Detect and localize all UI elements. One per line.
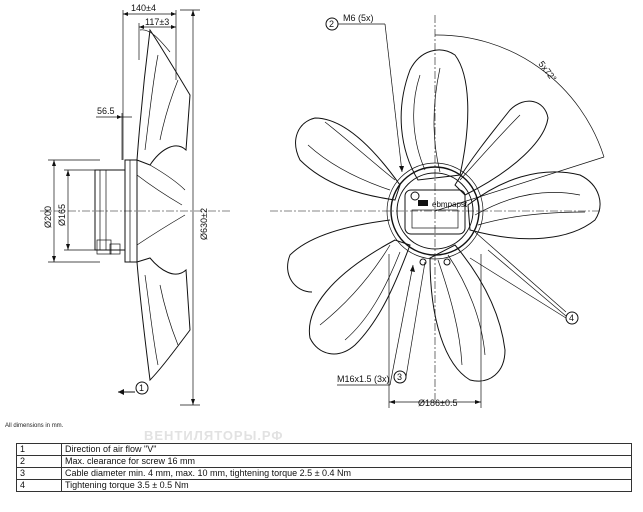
dim-dia-186: Ø186±0.5 [418,398,457,408]
legend-table: 1 Direction of air flow "V" 2 Max. clear… [16,443,632,492]
dim-dia-630: Ø630±2 [199,208,209,240]
legend-num: 4 [16,479,62,492]
legend-text: Max. clearance for screw 16 mm [61,455,632,468]
legend-row: 4 Tightening torque 3.5 ± 0.5 Nm [16,479,632,492]
callout-2: 2 [329,19,334,29]
callout-3: 3 [397,372,402,382]
callout-4: 4 [569,313,574,323]
dim-depth-total: 140±4 [131,3,156,13]
dim-offset: 56.5 [97,106,115,116]
dim-thread-m16: M16x1.5 (3x) [337,374,390,384]
legend-row: 2 Max. clearance for screw 16 mm [16,455,632,468]
front-view: 5x72° [270,13,605,408]
dim-angle: 5x72° [536,59,558,84]
technical-drawing: 140±4 117±3 56.5 Ø200 Ø165 [40,3,605,408]
fan-blades [287,49,601,382]
legend-row: 1 Direction of air flow "V" [16,443,632,456]
legend-num: 2 [16,455,62,468]
legend-text: Direction of air flow "V" [61,443,632,456]
dim-dia-165: Ø165 [57,204,67,226]
callout-1: 1 [139,383,144,393]
legend-text: Cable diameter min. 4 mm, max. 10 mm, ti… [61,467,632,480]
side-view: 140±4 117±3 56.5 Ø200 Ø165 [40,3,230,406]
dim-depth-mount: 117±3 [145,17,169,27]
legend-num: 1 [16,443,62,456]
legend-text: Tightening torque 3.5 ± 0.5 Nm [61,479,632,492]
dim-dia-200: Ø200 [43,206,53,228]
legend-num: 3 [16,467,62,480]
legend-row: 3 Cable diameter min. 4 mm, max. 10 mm, … [16,467,632,480]
watermark: ВЕНТИЛЯТОРЫ.РФ [144,428,284,443]
brand-label: ebmpapst [432,200,468,209]
callout-1-circle [135,381,149,395]
dim-thread-m6: M6 (5x) [343,13,374,23]
units-note: All dimensions in mm. [5,423,64,429]
